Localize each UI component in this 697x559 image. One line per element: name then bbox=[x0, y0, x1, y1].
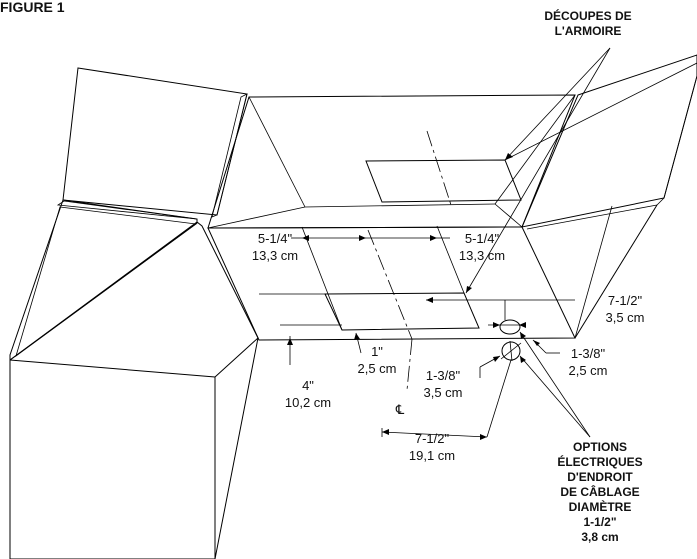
options-callout-line4: DE CÂBLAGE bbox=[560, 484, 639, 499]
dim-hole-spacing-cm: 3,5 cm bbox=[423, 385, 462, 400]
dim-left-width-in: 5-1/4" bbox=[258, 231, 293, 246]
cutouts-callout-line1: DÉCOUPES DE bbox=[544, 8, 631, 23]
cutouts-callout-line2: L'ARMOIRE bbox=[555, 24, 622, 38]
dim-bottom-offset-cm: 10,2 cm bbox=[285, 395, 331, 410]
dim-right-offset-cm: 3,5 cm bbox=[605, 310, 644, 325]
electrical-hole-front bbox=[499, 319, 521, 335]
interior-cutout bbox=[365, 159, 522, 203]
options-callout-line1: OPTIONS bbox=[573, 440, 627, 454]
options-callout-line6: 1-1/2" bbox=[583, 515, 616, 529]
front-cutout bbox=[324, 292, 480, 331]
dim-hole-center-cm: 19,1 cm bbox=[409, 448, 455, 463]
options-callout-line2: ÉLECTRIQUES bbox=[557, 454, 642, 469]
options-callout-line5: DIAMÈTRE bbox=[569, 499, 632, 514]
dim-hole-edge-in: 1-3/8" bbox=[571, 346, 606, 361]
figure-label: FIGURE 1 bbox=[0, 0, 65, 15]
dim-hole-edge-cm: 2,5 cm bbox=[568, 363, 607, 378]
dim-inset-in: 1" bbox=[371, 344, 383, 359]
dim-right-offset-in: 7-1/2" bbox=[608, 293, 643, 308]
options-callout-line3: D'ENDROIT bbox=[567, 470, 633, 484]
right-flap bbox=[521, 54, 697, 228]
dim-hole-spacing-in: 1-3/8" bbox=[426, 368, 461, 383]
box-interior-back bbox=[207, 94, 576, 229]
dim-left-width-cm: 13,3 cm bbox=[252, 248, 298, 263]
centerline-symbol: ℄ bbox=[395, 402, 405, 417]
dim-bottom-offset-in: 4" bbox=[302, 378, 314, 393]
dim-right-width-in: 5-1/4" bbox=[465, 231, 500, 246]
dim-hole-center-in: 7-1/2" bbox=[415, 431, 450, 446]
dim-right-width-cm: 13,3 cm bbox=[459, 248, 505, 263]
left-side-box bbox=[9, 221, 259, 559]
dim-inset-cm: 2,5 cm bbox=[357, 361, 396, 376]
options-callout-line7: 3,8 cm bbox=[581, 530, 618, 544]
